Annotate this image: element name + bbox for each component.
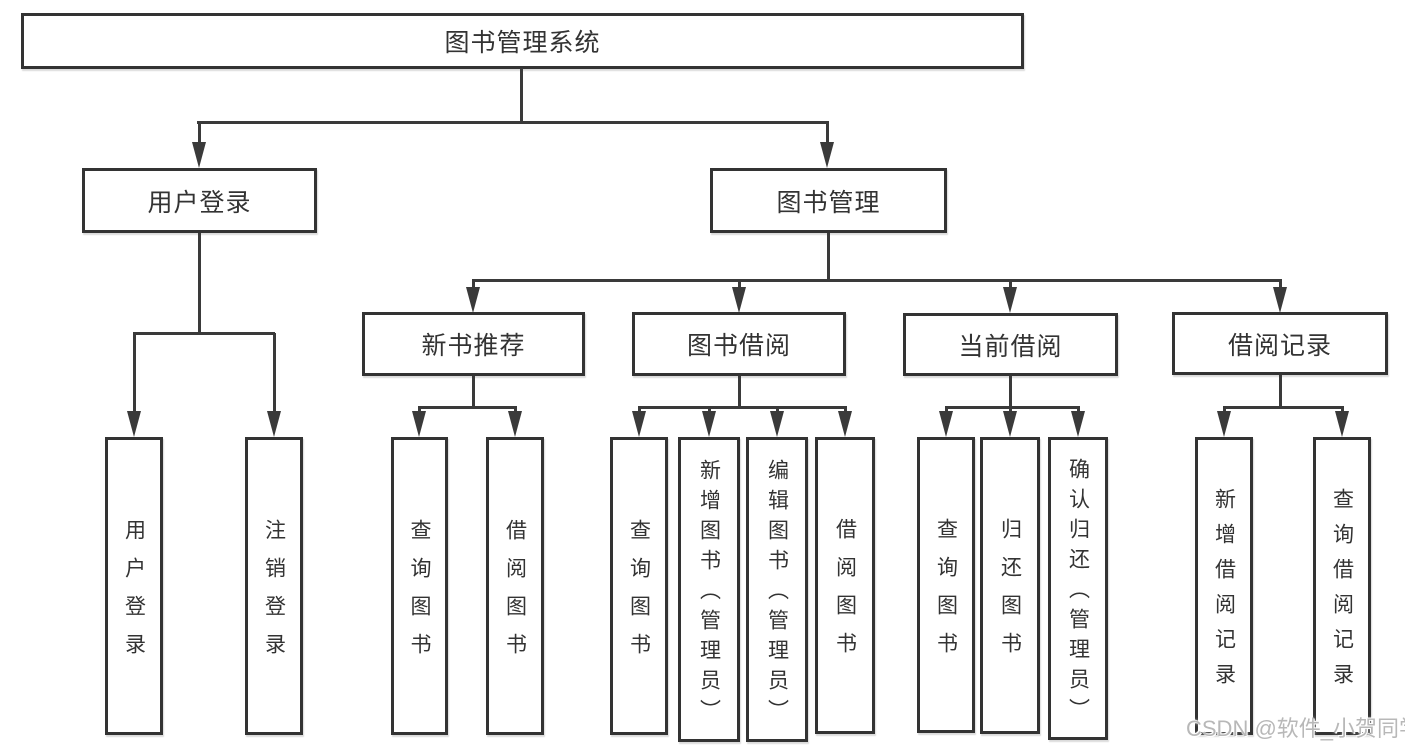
arrowhead-icon: [1003, 287, 1017, 313]
node-leaf-query-borrow-record: 查询借阅记录: [1313, 437, 1371, 735]
arrowhead-icon: [632, 411, 646, 437]
node-label: 查询图书: [934, 517, 958, 670]
node-label: 图书管理系统: [444, 29, 601, 57]
node-new-book-recommend: 新书推荐: [362, 312, 585, 376]
edge-mgmt-drop: [827, 233, 830, 281]
arrowhead-icon: [412, 411, 426, 437]
node-label: 当前借阅: [958, 332, 1063, 361]
node-borrowing-records: 借阅记录: [1172, 312, 1388, 375]
edge-login-rail: [133, 332, 275, 335]
node-label: 用户登录: [147, 188, 252, 217]
edge-stub: [1009, 280, 1012, 290]
edge-group-rail: [1223, 406, 1344, 409]
node-label: 确认归还（管理员）: [1066, 458, 1090, 728]
edge-root-drop: [520, 68, 523, 123]
arrowhead-icon: [508, 411, 522, 437]
node-leaf-add-borrow-record: 新增借阅记录: [1195, 437, 1253, 735]
node-user-login-branch: 用户登录: [82, 168, 317, 233]
edge-stub: [273, 333, 276, 413]
node-library-system: 图书管理系统: [21, 13, 1024, 69]
node-leaf-query-books: 查询图书: [917, 437, 975, 733]
node-leaf-query-books: 查询图书: [391, 437, 448, 735]
node-leaf-query-books: 查询图书: [610, 437, 668, 735]
edge-stub-login: [198, 122, 201, 146]
node-label: 图书借阅: [686, 332, 791, 360]
node-label: 用户登录: [122, 518, 146, 671]
arrowhead-icon: [1273, 287, 1287, 313]
node-leaf-logout: 注销登录: [245, 437, 303, 735]
node-book-borrowing: 图书借阅: [632, 312, 846, 376]
arrowhead-icon: [702, 411, 716, 437]
node-label: 查询借阅记录: [1330, 488, 1354, 698]
node-label: 查询图书: [408, 518, 431, 671]
edge-group-drop: [738, 376, 741, 408]
node-label: 新增借阅记录: [1212, 488, 1236, 698]
arrowhead-icon: [732, 287, 746, 313]
edge-group-rail: [945, 406, 1080, 409]
edge-stub: [133, 333, 136, 413]
csdn-watermark: CSDN @软件_小贺同学: [1186, 716, 1405, 741]
arrowhead-icon: [939, 411, 953, 437]
arrowhead-icon: [1335, 411, 1349, 437]
arrowhead-icon: [127, 411, 141, 437]
arrowhead-icon: [770, 411, 784, 437]
edge-group-rail: [418, 406, 517, 409]
node-label: 新书推荐: [421, 332, 526, 360]
edge-group-drop: [1279, 375, 1282, 408]
node-label: 新增图书（管理员）: [697, 459, 721, 729]
edge-stub: [738, 280, 741, 290]
node-label: 编辑图书（管理员）: [765, 459, 789, 729]
node-label: 注销登录: [262, 518, 286, 671]
arrowhead-icon: [1071, 411, 1085, 437]
edge-stub: [1279, 280, 1282, 290]
node-label: 借阅记录: [1227, 331, 1332, 360]
node-leaf-user-login: 用户登录: [105, 437, 163, 735]
node-leaf-edit-books-admin: 编辑图书（管理员）: [746, 437, 808, 742]
node-leaf-return-books: 归还图书: [980, 437, 1040, 734]
node-label: 查询图书: [627, 518, 651, 671]
edge-group-drop: [472, 376, 475, 408]
node-label: 图书管理: [776, 188, 881, 217]
node-leaf-borrow-books: 借阅图书: [815, 437, 875, 734]
edge-group-rail: [638, 406, 847, 409]
edge-stub-mgmt: [826, 122, 829, 146]
node-leaf-borrow-books: 借阅图书: [486, 437, 544, 735]
node-label: 借阅图书: [833, 518, 857, 670]
edge-login-drop: [198, 233, 201, 334]
arrowhead-icon: [820, 142, 834, 168]
node-leaf-confirm-return-admin: 确认归还（管理员）: [1048, 437, 1108, 740]
node-current-borrowing: 当前借阅: [903, 313, 1118, 376]
node-label: 归还图书: [998, 518, 1022, 670]
arrowhead-icon: [466, 287, 480, 313]
arrowhead-icon: [192, 142, 206, 168]
arrowhead-icon: [267, 411, 281, 437]
edge-group-drop: [1009, 376, 1012, 408]
node-label: 借阅图书: [503, 518, 527, 671]
arrowhead-icon: [1217, 411, 1231, 437]
edge-level2-rail: [472, 279, 1282, 282]
edge-level1-rail: [197, 121, 829, 124]
node-book-management-branch: 图书管理: [710, 168, 947, 233]
edge-stub: [472, 280, 475, 290]
arrowhead-icon: [838, 411, 852, 437]
node-leaf-add-books-admin: 新增图书（管理员）: [678, 437, 740, 742]
arrowhead-icon: [1003, 411, 1017, 437]
